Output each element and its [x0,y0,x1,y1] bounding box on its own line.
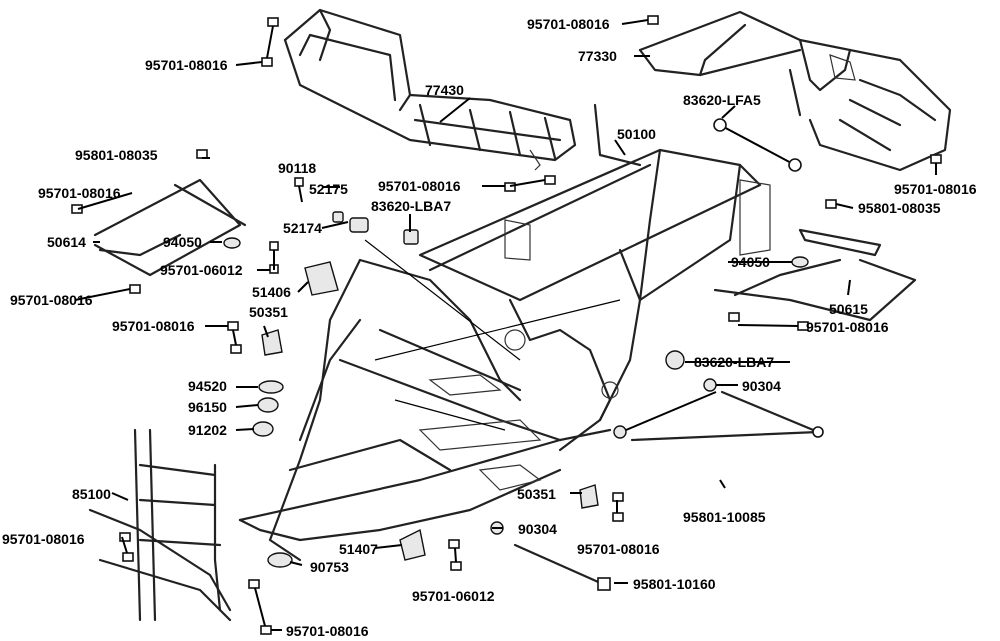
label-90753: 90753 [310,559,349,575]
label-50351-bottom: 50351 [517,486,556,502]
label-95701-06012-top: 95701-06012 [160,262,243,278]
label-77330: 77330 [578,48,617,64]
label-95701-08016-bottom-right: 95701-08016 [577,541,660,557]
front-rack-77430 [283,8,577,171]
footrest-50615 [713,228,917,322]
label-83620-lfa5: 83620-LFA5 [683,92,761,108]
label-50100: 50100 [617,126,656,142]
label-95701-08016-top-right: 95701-08016 [527,16,610,32]
label-50614: 50614 [47,234,86,250]
label-94050-left: 94050 [163,234,202,250]
label-96150: 96150 [188,399,227,415]
label-52174: 52174 [283,220,322,236]
label-95701-08016-bottom: 95701-08016 [286,623,369,639]
label-94050-right: 94050 [731,254,770,270]
label-50351-top: 50351 [249,304,288,320]
label-95801-08035-right: 95801-08035 [858,200,941,216]
label-90304-right: 90304 [742,378,781,394]
label-83620-lba7-right: 83620-LBA7 [694,354,775,370]
label-95701-06012-bottom: 95701-06012 [412,588,495,604]
label-95701-08016-top-left: 95701-08016 [145,57,228,73]
label-95701-08016-lower-left: 95701-08016 [10,292,93,308]
small-parts [223,211,809,568]
label-90118: 90118 [278,160,317,176]
label-51407: 51407 [339,541,378,557]
label-95701-08016-left-footrest: 95701-08016 [38,185,121,201]
label-95701-08016-center: 95701-08016 [378,178,461,194]
label-51406: 51406 [252,284,291,300]
label-83620-lba7-top: 83620-LBA7 [371,198,452,214]
label-85100: 85100 [72,486,111,502]
label-91202: 91202 [188,422,227,438]
bolt-95801-10085 [630,390,824,442]
leader-lines [74,19,937,631]
main-frame-50100 [238,103,771,562]
label-52175: 52175 [309,181,348,197]
rear-rack-77330 [638,10,952,172]
label-90304-bottom: 90304 [518,521,557,537]
label-95701-08016-right: 95701-08016 [894,181,977,197]
label-95801-10160: 95801-10160 [633,576,716,592]
label-95701-08016-mid-right: 95701-08016 [806,319,889,335]
bumper-85100 [88,428,232,622]
label-95801-10085: 95801-10085 [683,509,766,525]
label-95701-08016-bumper: 95701-08016 [2,531,85,547]
footrest-50614 [93,178,247,277]
label-94520: 94520 [188,378,227,394]
label-77430: 77430 [425,82,464,98]
bolt-95801-10160 [513,543,611,591]
label-50615: 50615 [829,301,868,317]
label-95701-08016-mid-left: 95701-08016 [112,318,195,334]
label-95801-08035-left: 95801-08035 [75,147,158,163]
bolt-83620-lfa5 [713,118,802,172]
